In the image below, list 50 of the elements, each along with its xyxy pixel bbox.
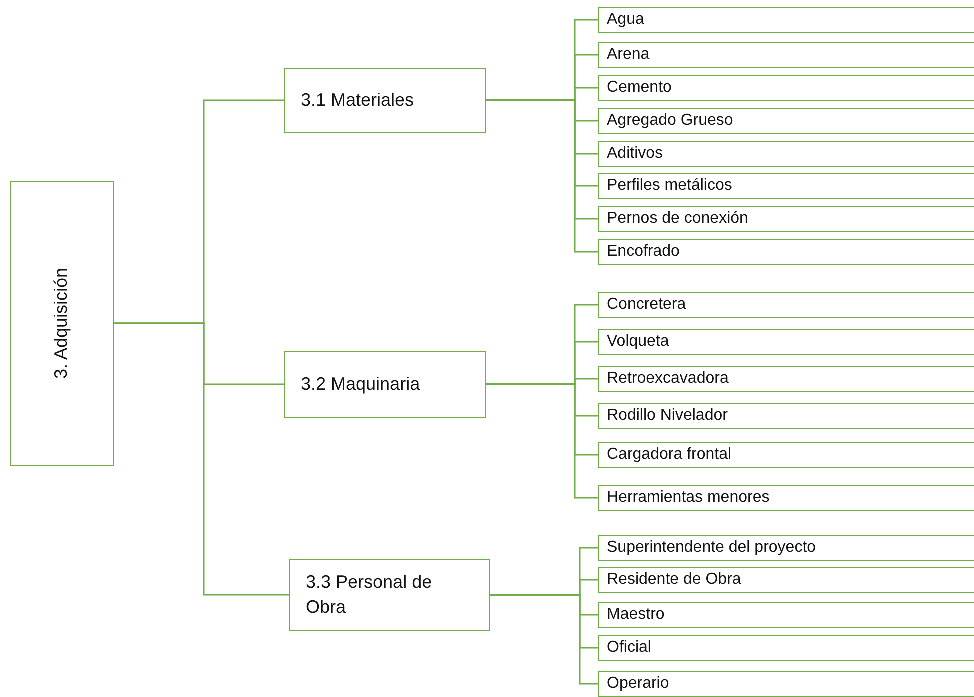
item-label: Oficial [607,639,652,657]
item-label: Aditivos [607,145,664,163]
item-box [598,329,974,355]
item-label: Cemento [607,79,672,97]
item-label: Maestro [607,606,665,624]
root-box [10,181,114,466]
item-box [598,206,974,232]
item-box [598,366,974,392]
item-label: Volqueta [607,333,670,351]
item-box [598,635,974,661]
item-box [598,485,974,511]
item-label: Cargadora frontal [607,446,732,464]
item-box [598,42,974,68]
item-box [598,535,974,561]
item-box [598,7,974,33]
item-label: Residente de Obra [607,571,742,589]
item-box [598,292,974,318]
item-label: Pernos de conexión [607,210,748,228]
item-box [598,173,974,199]
item-label: Arena [607,46,650,64]
item-label: Encofrado [607,243,680,261]
item-label: Superintendente del proyecto [607,539,816,557]
item-label: Operario [607,675,670,693]
connector-line [490,594,598,685]
item-box [598,567,974,593]
root-label: 3. Adquisición [52,268,72,380]
category-label: 3.2 Maquinaria [301,372,420,396]
item-label: Rodillo Nivelador [607,407,728,425]
connector-line [114,322,289,596]
item-box [598,442,974,468]
item-label: Agua [607,11,644,29]
category-box [289,559,490,631]
category-box [284,68,486,133]
category-box [284,351,486,418]
item-label: Agregado Grueso [607,112,734,130]
item-label: Perfiles metálicos [607,177,732,195]
item-box [598,141,974,167]
item-box [598,108,974,134]
item-box [598,602,974,628]
category-label: 3.1 Materiales [301,88,414,112]
connector-line [486,384,598,499]
category-label: 3.3 Personal de Obra [306,570,434,619]
item-box [598,239,974,265]
item-label: Herramientas menores [607,489,770,507]
item-box [598,671,974,697]
item-box [598,403,974,429]
item-label: Concretera [607,296,686,314]
item-box [598,75,974,101]
item-label: Retroexcavadora [607,370,729,388]
connector-line [486,100,598,253]
